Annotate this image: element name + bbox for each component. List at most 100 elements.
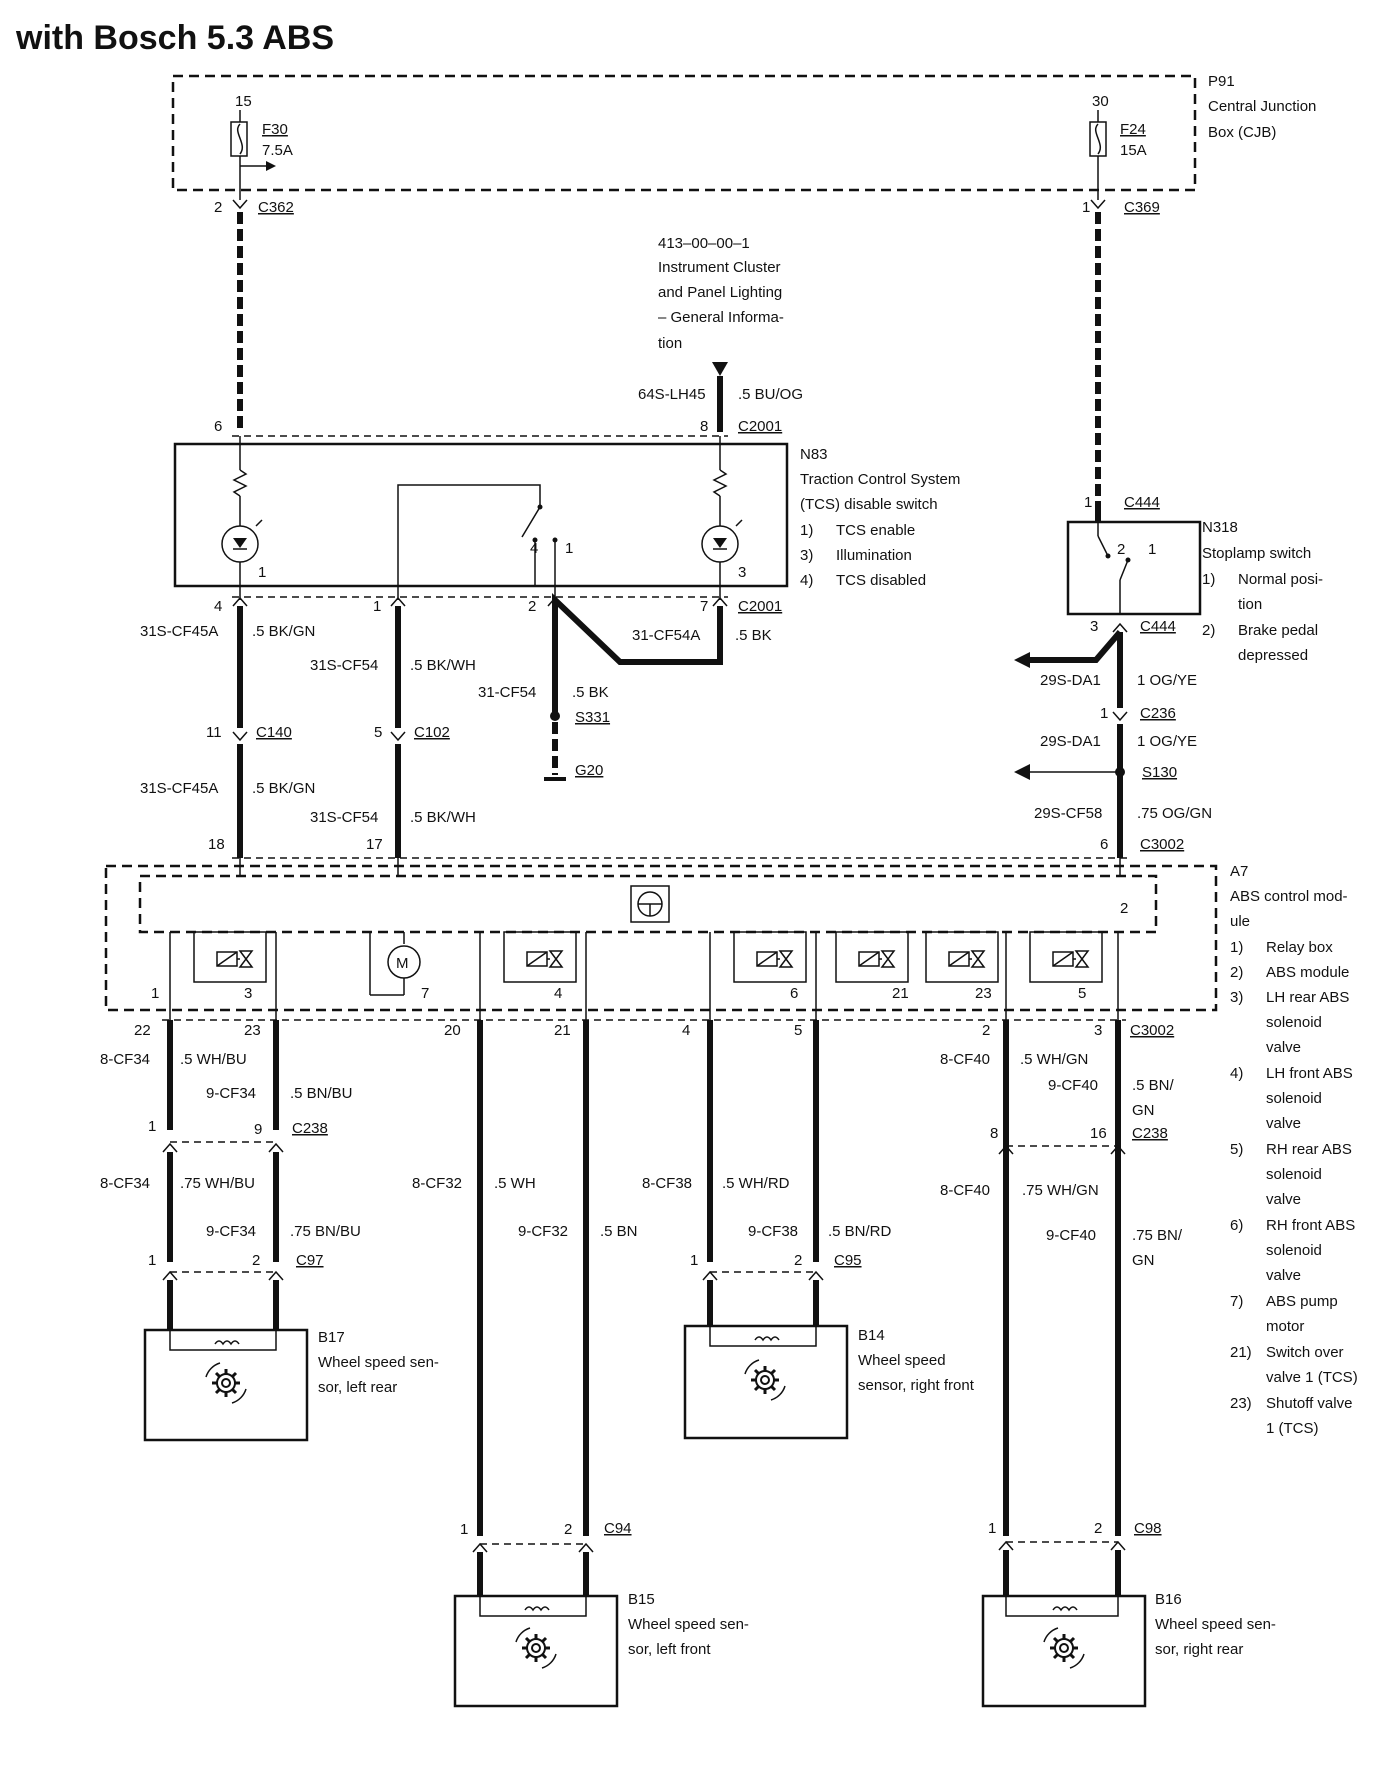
fuse-f30-id: F30 [262, 121, 288, 138]
resistor-icon [232, 469, 248, 497]
w6-gauge: 1 OG/YE [1137, 733, 1197, 750]
c140-pin: 11 [206, 724, 222, 741]
c238-left-pin-9: 9 [254, 1121, 262, 1138]
wheel-speed-sensor-icon [514, 1626, 558, 1670]
svg-text:Switch over: Switch over [1266, 1344, 1344, 1361]
b17d-circuit: 9-CF34 [206, 1223, 256, 1240]
n318-legend-num: 2) [1202, 622, 1215, 639]
w3-gauge: .5 BK [735, 627, 772, 644]
n83-int-1b: 1 [565, 540, 573, 557]
svg-text:solenoid: solenoid [1266, 1090, 1322, 1107]
n318-pin-3: 3 [1090, 618, 1098, 635]
c3002-pin-17: 17 [366, 836, 383, 853]
b15a-gauge: .5 WH [494, 1175, 536, 1192]
c362-label: C362 [258, 199, 294, 216]
svg-text:LH rear ABS: LH rear ABS [1266, 989, 1349, 1006]
a7-int-label: 6 [790, 985, 798, 1002]
n83-box [173, 442, 789, 588]
n318-legend-text: tion [1238, 596, 1262, 613]
b16-desc: Wheel speed sen- [1155, 1616, 1276, 1633]
n83-int-4: 4 [530, 540, 538, 557]
c94-pin-2: 2 [564, 1521, 572, 1538]
svg-text:6): 6) [1230, 1217, 1243, 1234]
a7-int-label: 5 [1078, 985, 1086, 1002]
c3002-pin-21: 21 [554, 1022, 571, 1039]
w2-gauge: .5 BK/WH [410, 657, 476, 674]
b16c-gauge: .75 WH/GN [1022, 1182, 1099, 1199]
c236-pin: 1 [1100, 705, 1108, 722]
a7-int-label: 21 [892, 985, 909, 1002]
c97-pin-1: 1 [148, 1252, 156, 1269]
c98-pin-2: 2 [1094, 1520, 1102, 1537]
c236-label: C236 [1140, 705, 1176, 722]
n83-id: N83 [800, 446, 828, 463]
c95-pin-1: 1 [690, 1252, 698, 1269]
b14-id: B14 [858, 1327, 885, 1344]
svg-text:valve: valve [1266, 1115, 1301, 1132]
svg-text:motor: motor [1266, 1318, 1304, 1335]
svg-text:1 (TCS): 1 (TCS) [1266, 1420, 1319, 1437]
ref-note-5: tion [658, 335, 682, 352]
n83-int-3: 3 [738, 564, 746, 581]
n318-legend-text: Normal posi- [1238, 571, 1323, 588]
svg-text:valve: valve [1266, 1267, 1301, 1284]
a7-id: A7 [1230, 863, 1248, 880]
w7-circuit: 31S-CF45A [140, 780, 218, 797]
c238-left-pin-1: 1 [148, 1118, 156, 1135]
b16d-circuit: 9-CF40 [1046, 1227, 1096, 1244]
b16a-gauge: .5 WH/GN [1020, 1051, 1088, 1068]
arrow-icon [1014, 652, 1030, 668]
wheel-speed-sensor-icon [204, 1361, 248, 1405]
b14-desc: Wheel speed [858, 1352, 946, 1369]
c3002-pin-2: 2 [982, 1022, 990, 1039]
b16-id: B16 [1155, 1591, 1182, 1608]
svg-text:valve 1 (TCS): valve 1 (TCS) [1266, 1369, 1358, 1386]
n83-legend-text: Illumination [836, 547, 912, 564]
solenoid-valve-icon [1052, 950, 1089, 968]
w8-gauge: .5 BK/WH [410, 809, 476, 826]
c3002-pin-3: 3 [1094, 1022, 1102, 1039]
c98-pin-1: 1 [988, 1520, 996, 1537]
n318-legend-text: depressed [1238, 647, 1308, 664]
g20-label: G20 [575, 762, 603, 779]
a7-name-2: ule [1230, 913, 1250, 930]
arrow-icon [266, 161, 276, 171]
arrow-icon [1014, 764, 1030, 780]
switch-icon [1119, 559, 1129, 581]
svg-text:RH front ABS: RH front ABS [1266, 1217, 1355, 1234]
svg-text:5): 5) [1230, 1141, 1243, 1158]
b15b-circuit: 9-CF32 [518, 1223, 568, 1240]
c97-label: C97 [296, 1252, 324, 1269]
a7-legend: 1) Relay box 2) ABS module 3) LH rear AB… [1230, 939, 1358, 1437]
ill-wire-circuit: 64S-LH45 [638, 386, 706, 403]
w6-circuit: 29S-DA1 [1040, 733, 1101, 750]
ref-note-2: Instrument Cluster [658, 259, 781, 276]
n318-name: Stoplamp switch [1202, 545, 1311, 562]
wheel-speed-sensor-icon [743, 1358, 787, 1402]
s130-label: S130 [1142, 764, 1177, 781]
c102-label: C102 [414, 724, 450, 741]
svg-text:solenoid: solenoid [1266, 1166, 1322, 1183]
b17d-gauge: .75 BN/BU [290, 1223, 361, 1240]
b16b-gauge: .5 BN/ [1132, 1077, 1175, 1094]
switch-icon [521, 506, 541, 538]
ref-note-1: 413–00–00–1 [658, 235, 750, 252]
n83-legend-num: 3) [800, 547, 813, 564]
b14b-gauge: .5 BN/RD [828, 1223, 892, 1240]
b17-id: B17 [318, 1329, 345, 1346]
b17c-circuit: 8-CF34 [100, 1175, 150, 1192]
solenoid-valve-icon [948, 950, 985, 968]
svg-text:3): 3) [1230, 989, 1243, 1006]
c238-left-label: C238 [292, 1120, 328, 1137]
n83-pin-7: 7 [700, 598, 708, 615]
n83-int-1: 1 [258, 564, 266, 581]
n83-pin-1: 1 [373, 598, 381, 615]
a7-module-num: 2 [1120, 900, 1128, 917]
b17a-gauge: .5 WH/BU [180, 1051, 247, 1068]
c238-right-pin-8: 8 [990, 1125, 998, 1142]
svg-text:2): 2) [1230, 964, 1243, 981]
c94-label: C94 [604, 1520, 632, 1537]
c3002-bottom-label: C3002 [1130, 1022, 1174, 1039]
b16-desc-2: sor, right rear [1155, 1641, 1243, 1658]
n318-connector-bottom: C444 [1140, 618, 1176, 635]
